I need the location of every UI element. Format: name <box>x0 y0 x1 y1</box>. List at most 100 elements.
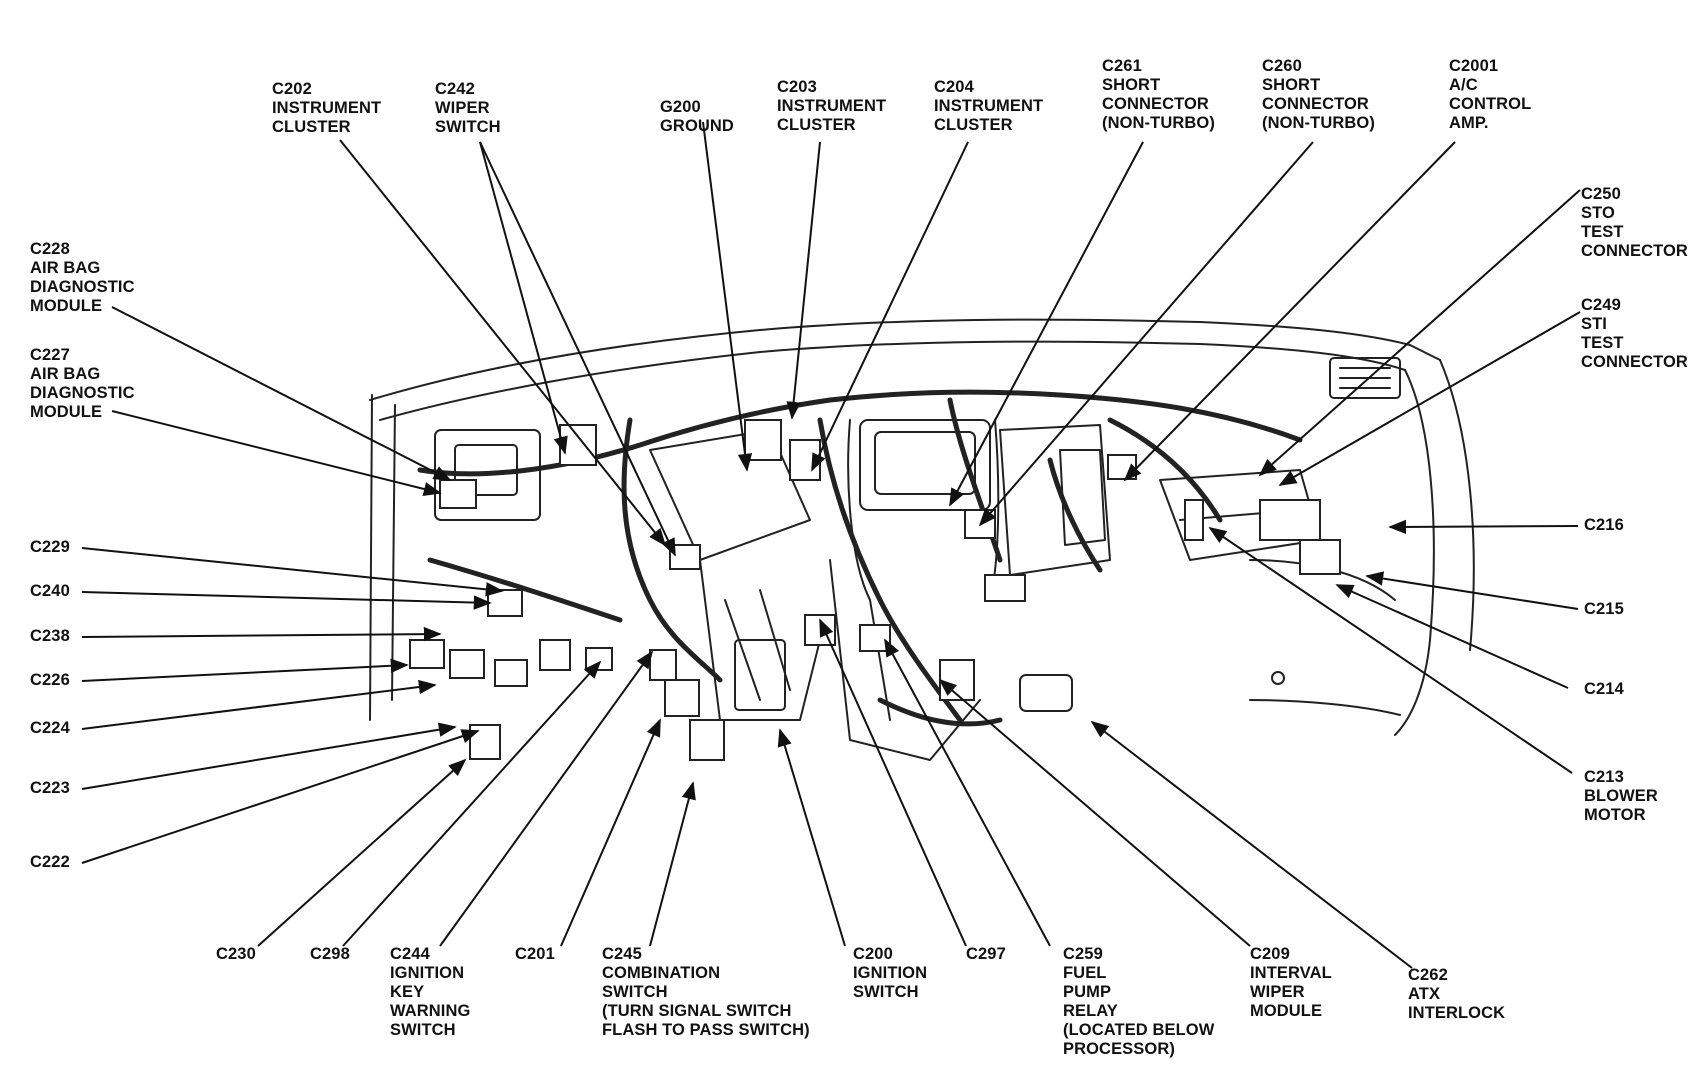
label-c249-line: CONNECTOR <box>1581 353 1688 371</box>
leader-c224 <box>81 679 437 730</box>
label-c261-line: CONNECTOR <box>1102 95 1209 113</box>
label-c297-line: C297 <box>966 945 1006 963</box>
label-c244-line: KEY <box>390 983 425 1001</box>
leader-c229 <box>81 547 504 597</box>
label-c261-line: SHORT <box>1102 76 1161 94</box>
leader-c250 <box>1258 189 1581 477</box>
label-c228-line: AIR BAG <box>30 259 101 277</box>
label-c230-line: C230 <box>216 945 256 963</box>
label-c215-line: C215 <box>1584 600 1624 618</box>
label-c209-line: C209 <box>1250 945 1290 963</box>
leader-c244 <box>439 650 654 947</box>
label-c260-line: C260 <box>1262 57 1302 75</box>
label-c223-line: C223 <box>30 779 70 797</box>
leader-c242b <box>479 141 676 557</box>
label-c244-line: C244 <box>390 945 430 963</box>
leader-c2001 <box>1123 141 1456 482</box>
label-c202-line: CLUSTER <box>272 118 351 136</box>
label-c204-line: CLUSTER <box>934 116 1013 134</box>
label-c250-line: C250 <box>1581 185 1621 203</box>
leader-c202 <box>339 139 667 547</box>
leader-lines <box>81 121 1581 969</box>
label-c203-line: C203 <box>777 78 817 96</box>
label-c259-line: RELAY <box>1063 1002 1118 1020</box>
label-c202-line: C202 <box>272 80 312 98</box>
label-g200-line: G200 <box>660 98 701 116</box>
label-c2001-line: C2001 <box>1449 57 1499 75</box>
label-c228-line: C228 <box>30 240 70 258</box>
label-c227-line: MODULE <box>30 403 103 421</box>
label-c203-line: INSTRUMENT <box>777 97 887 115</box>
label-c201: C201 <box>515 945 555 964</box>
label-c228-line: DIAGNOSTIC <box>30 278 135 296</box>
leader-c240 <box>81 591 492 610</box>
leader-c238 <box>81 626 442 642</box>
label-c216-line: C216 <box>1584 516 1624 534</box>
label-c222-line: C222 <box>30 853 70 871</box>
label-c244-line: IGNITION <box>390 964 465 982</box>
label-c245-line: (TURN SIGNAL SWITCH <box>602 1002 792 1020</box>
leader-c209 <box>938 678 1251 947</box>
label-c244-line: WARNING <box>390 1002 471 1020</box>
label-c215: C215 <box>1584 600 1624 619</box>
label-c242-line: C242 <box>435 80 475 98</box>
label-c222: C222 <box>30 853 70 872</box>
label-c259-line: PUMP <box>1063 983 1112 1001</box>
connectors <box>409 419 1341 761</box>
label-c260-line: CONNECTOR <box>1262 95 1369 113</box>
label-c298-line: C298 <box>310 945 350 963</box>
leader-c262 <box>1090 720 1413 969</box>
label-g200-line: GROUND <box>660 117 734 135</box>
label-c250-line: STO <box>1581 204 1615 222</box>
leader-c216 <box>1388 519 1579 535</box>
label-c238: C238 <box>30 627 70 646</box>
label-c226: C226 <box>30 671 70 690</box>
label-c203-line: CLUSTER <box>777 116 856 134</box>
label-c227-line: AIR BAG <box>30 365 101 383</box>
label-c259-line: C259 <box>1063 945 1103 963</box>
label-c227-line: DIAGNOSTIC <box>30 384 135 402</box>
label-c249-line: STI <box>1581 315 1607 333</box>
label-c214: C214 <box>1584 680 1624 699</box>
label-c297: C297 <box>966 945 1006 964</box>
leader-c230 <box>257 758 467 947</box>
leader-c242 <box>479 141 568 455</box>
leader-c245 <box>649 781 696 947</box>
label-c214-line: C214 <box>1584 680 1624 698</box>
label-c209-line: INTERVAL <box>1250 964 1332 982</box>
label-c204-line: INSTRUMENT <box>934 97 1044 115</box>
label-c201-line: C201 <box>515 945 555 963</box>
label-c213-line: C213 <box>1584 768 1624 786</box>
leader-c214 <box>1335 584 1569 689</box>
label-c245-line: SWITCH <box>602 983 668 1001</box>
label-c262-line: INTERLOCK <box>1408 1004 1506 1022</box>
leader-c213 <box>1208 526 1573 774</box>
leader-c259 <box>884 638 1051 947</box>
leader-c249 <box>1278 311 1581 486</box>
label-c200-line: IGNITION <box>853 964 928 982</box>
leader-c260 <box>978 141 1314 527</box>
label-c223: C223 <box>30 779 70 798</box>
label-c224-line: C224 <box>30 719 70 737</box>
label-c259-line: PROCESSOR) <box>1063 1040 1175 1058</box>
label-c250-line: CONNECTOR <box>1581 242 1688 260</box>
label-c261-line: C261 <box>1102 57 1142 75</box>
label-c260-line: (NON-TURBO) <box>1262 114 1375 132</box>
label-c261-line: (NON-TURBO) <box>1102 114 1215 132</box>
leader-g200 <box>702 121 753 472</box>
label-c209-line: WIPER <box>1250 983 1305 1001</box>
